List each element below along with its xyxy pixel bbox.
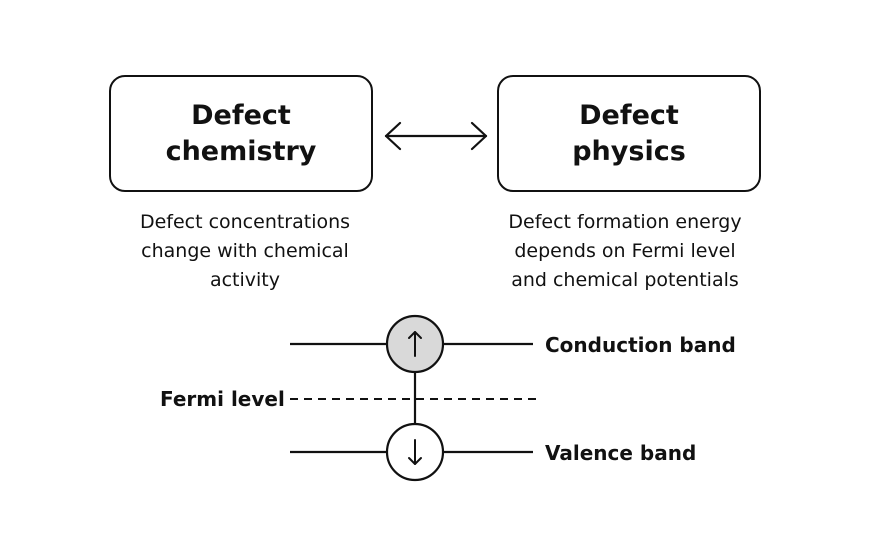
- fermi-level-label: Fermi level: [160, 387, 285, 411]
- conduction-band-label: Conduction band: [545, 333, 736, 357]
- defect-chemistry-box: Defect chemistry: [109, 75, 373, 192]
- up-arrow-icon: [408, 331, 422, 357]
- defect-physics-description: Defect formation energy depends on Fermi…: [508, 211, 742, 291]
- defect-physics-box: Defect physics: [497, 75, 761, 192]
- defect-chemistry-description: Defect concentrations change with chemic…: [139, 211, 351, 291]
- defect-chemistry-title: Defect chemistry: [165, 99, 317, 167]
- double-arrow-icon: [384, 121, 488, 151]
- down-arrow-icon: [408, 439, 422, 465]
- defect-physics-title: Defect physics: [572, 99, 686, 167]
- valence-band-label: Valence band: [545, 441, 697, 465]
